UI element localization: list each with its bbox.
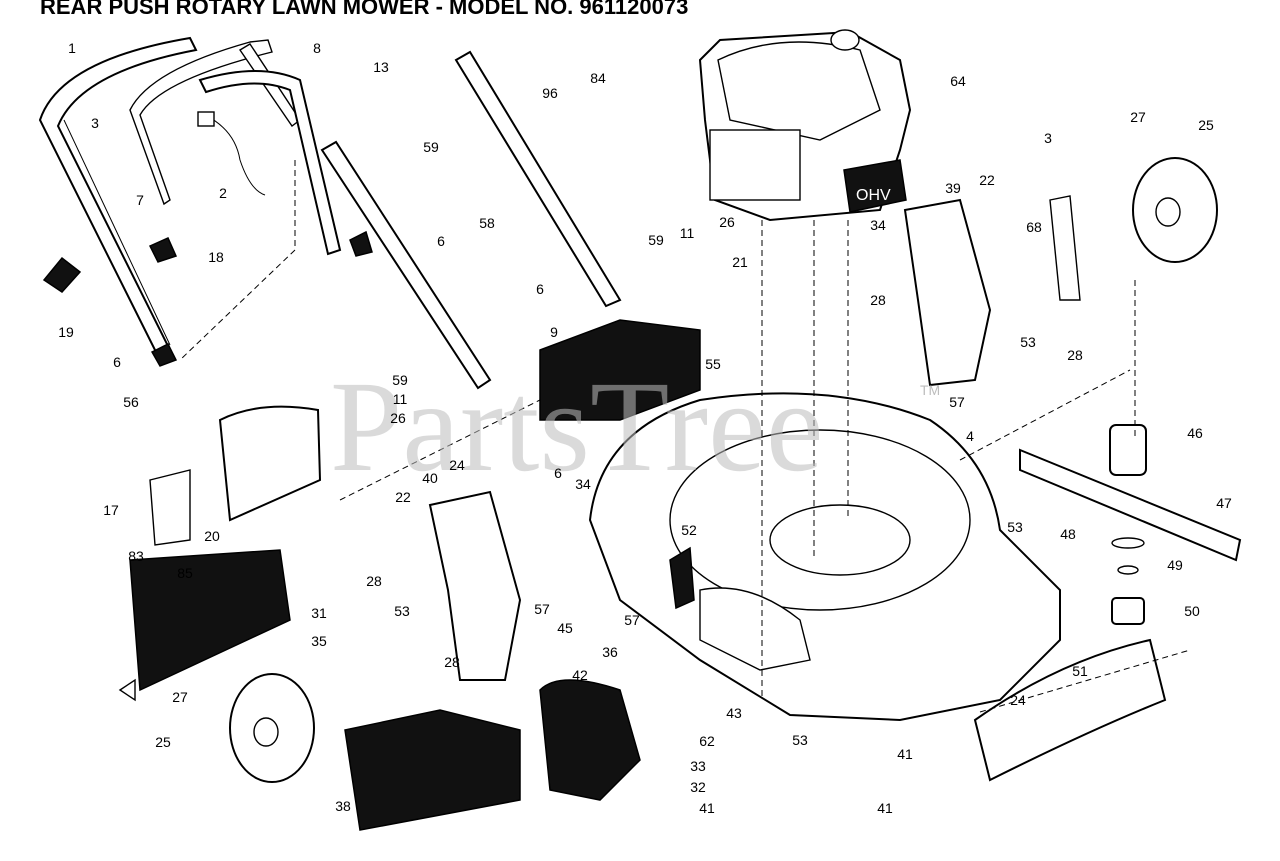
- diagram-header: REAR PUSH ROTARY LAWN MOWER - MODEL NO. …: [40, 0, 688, 19]
- callout-32: 32: [690, 779, 706, 795]
- callout-28: 28: [870, 292, 886, 308]
- callout-59: 59: [423, 139, 439, 155]
- callout-19: 19: [58, 324, 74, 340]
- callout-84: 84: [590, 70, 606, 86]
- callout-13: 13: [373, 59, 389, 75]
- callout-59: 59: [392, 372, 408, 388]
- callout-55: 55: [705, 356, 721, 372]
- callout-18: 18: [208, 249, 224, 265]
- rear-debris-shield-part: [118, 549, 291, 702]
- callout-96: 96: [542, 85, 558, 101]
- callout-3: 3: [91, 115, 99, 131]
- mower-deck-part: [588, 392, 1061, 722]
- callout-41: 41: [699, 800, 715, 816]
- callout-52: 52: [681, 522, 697, 538]
- callout-31: 31: [311, 605, 327, 621]
- callout-11: 11: [393, 391, 408, 407]
- callout-64: 64: [950, 73, 966, 89]
- callout-41: 41: [877, 800, 893, 816]
- callout-20: 20: [204, 528, 220, 544]
- callout-6: 6: [554, 465, 562, 481]
- control-bar-part: [129, 39, 301, 206]
- upper-handle-part: [38, 36, 198, 358]
- callout-38: 38: [335, 798, 351, 814]
- callout-22: 22: [395, 489, 411, 505]
- callout-25: 25: [1198, 117, 1214, 133]
- callout-42: 42: [572, 667, 588, 683]
- callout-45: 45: [557, 620, 573, 636]
- callout-85: 85: [177, 565, 193, 581]
- callout-27: 27: [172, 689, 188, 705]
- engine-part: OHV: [698, 29, 912, 222]
- callout-3: 3: [1044, 130, 1052, 146]
- mid-handle-part: [320, 50, 622, 390]
- side-discharge-cover-part: [149, 405, 322, 546]
- partstree-watermark: PartsTree: [330, 355, 824, 499]
- callout-2: 2: [219, 185, 227, 201]
- lower-handle-part: [198, 70, 342, 256]
- callout-57: 57: [534, 601, 550, 617]
- callout-33: 33: [690, 758, 706, 774]
- callout-53: 53: [1007, 519, 1023, 535]
- callout-7: 7: [136, 192, 144, 208]
- svg-text:OHV: OHV: [856, 187, 891, 204]
- callout-1: 1: [68, 40, 76, 56]
- callout-47: 47: [1216, 495, 1232, 511]
- callout-46: 46: [1187, 425, 1203, 441]
- mulch-bag-part: [344, 319, 701, 831]
- callout-48: 48: [1060, 526, 1076, 542]
- front-skirt-part: [973, 638, 1167, 782]
- callout-11: 11: [680, 225, 695, 241]
- callout-21: 21: [732, 254, 748, 270]
- assembly-guide-lines: [179, 160, 1191, 713]
- callout-25: 25: [155, 734, 171, 750]
- callout-34: 34: [575, 476, 591, 492]
- callout-6: 6: [113, 354, 121, 370]
- blade-part: [1019, 424, 1242, 625]
- callout-36: 36: [602, 644, 618, 660]
- callout-50: 50: [1184, 603, 1200, 619]
- callout-28: 28: [1067, 347, 1083, 363]
- callout-53: 53: [394, 603, 410, 619]
- callout-28: 28: [444, 654, 460, 670]
- callout-58: 58: [479, 215, 495, 231]
- callout-83: 83: [128, 548, 144, 564]
- callout-24: 24: [449, 457, 465, 473]
- callout-53: 53: [792, 732, 808, 748]
- callout-17: 17: [103, 502, 119, 518]
- throttle-cable-part: [197, 111, 266, 196]
- callout-4: 4: [966, 428, 974, 444]
- callout-68: 68: [1026, 219, 1042, 235]
- callout-56: 56: [123, 394, 139, 410]
- callout-41: 41: [897, 746, 913, 762]
- callout-53: 53: [1020, 334, 1036, 350]
- wheel-part: [229, 157, 1218, 783]
- callout-35: 35: [311, 633, 327, 649]
- callout-57: 57: [949, 394, 965, 410]
- callout-22: 22: [979, 172, 995, 188]
- callout-40: 40: [422, 470, 438, 486]
- handle-knob-part: [42, 230, 373, 367]
- callout-57: 57: [624, 612, 640, 628]
- callout-27: 27: [1130, 109, 1146, 125]
- callout-59: 59: [648, 232, 664, 248]
- callout-51: 51: [1072, 663, 1088, 679]
- callout-39: 39: [945, 180, 961, 196]
- callout-24: 24: [1010, 692, 1026, 708]
- callout-43: 43: [726, 705, 742, 721]
- callout-49: 49: [1167, 557, 1183, 573]
- callout-28: 28: [366, 573, 382, 589]
- callout-62: 62: [699, 733, 715, 749]
- callout-26: 26: [390, 410, 406, 426]
- callout-9: 9: [550, 324, 558, 340]
- height-adjuster-bracket-part: [428, 195, 1081, 681]
- callout-6: 6: [437, 233, 445, 249]
- callout-8: 8: [313, 40, 321, 56]
- callout-26: 26: [719, 214, 735, 230]
- callout-6: 6: [536, 281, 544, 297]
- watermark-trademark: TM: [920, 382, 940, 398]
- callout-34: 34: [870, 217, 886, 233]
